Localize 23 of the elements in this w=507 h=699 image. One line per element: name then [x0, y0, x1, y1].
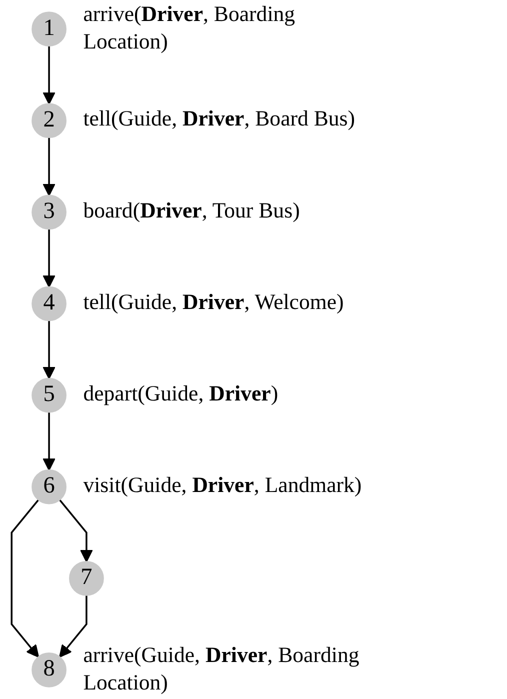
node-caption: arrive(Guide, Driver, Boarding Location) [83, 643, 360, 697]
arrow [42, 320, 56, 380]
arrow [58, 499, 93, 562]
node-circle: 2 [32, 103, 66, 138]
node-caption: depart(Guide, Driver) [83, 382, 278, 408]
arrow [59, 595, 88, 658]
arrow [42, 228, 56, 288]
arrow [42, 412, 56, 471]
node-circle: 6 [32, 469, 66, 504]
node-caption: tell(Guide, Driver, Board Bus) [83, 107, 356, 134]
node-caption: visit(Guide, Driver, Landmark) [83, 474, 362, 500]
node-caption: tell(Guide, Driver, Welcome) [83, 290, 344, 317]
node-caption: board(Driver, Tour Bus) [83, 199, 300, 226]
node-circle: 8 [32, 652, 66, 688]
node-caption: arrive(Driver, Boarding Location) [83, 2, 296, 56]
node-circle: 4 [32, 286, 66, 322]
node-circle: 5 [32, 378, 66, 413]
node-circle: 3 [32, 194, 66, 230]
arrow [42, 46, 56, 104]
node-circle: 1 [32, 12, 66, 46]
node-circle: 7 [69, 560, 104, 596]
arrow [10, 499, 40, 658]
arrow [42, 137, 56, 196]
